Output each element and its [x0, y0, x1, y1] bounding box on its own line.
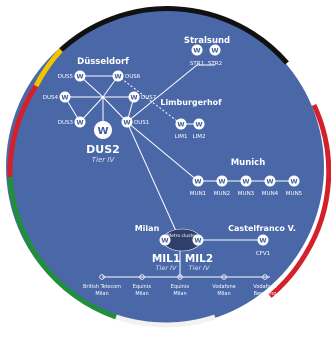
pop-city: Milan [95, 291, 108, 297]
svg-text:W: W [130, 94, 137, 102]
tricolor-ring [7, 6, 331, 328]
node-dus2-main[interactable]: W DUS2 Tier IV [86, 121, 120, 164]
ring-segment-yellow [33, 48, 63, 88]
limburgerhof-nodes: W LIM1 W LIM2 [175, 118, 206, 141]
pop-city: Milan [135, 291, 148, 297]
munich-nodes: W MUN1 W MUN2 W MUN3 W MUN4 W MUN5 [190, 175, 303, 198]
pop-name: British Telecom [83, 284, 121, 290]
node-mun5[interactable]: W MUN5 [286, 175, 303, 198]
svg-text:W: W [195, 121, 202, 129]
node-label: MUN5 [286, 191, 303, 197]
node-cfv1[interactable]: W CFV1 [256, 234, 270, 258]
stralsund-nodes: W STR1 W STR2 [190, 44, 222, 68]
background-disc [6, 8, 324, 326]
node-label: DUS3 [58, 120, 74, 126]
node-label: DUS1 [134, 120, 149, 126]
node-mil2[interactable]: W [192, 234, 204, 246]
svg-text:W: W [177, 121, 184, 129]
node-str1[interactable]: W STR1 [190, 44, 204, 68]
site-title-dusseldorf: Düsseldorf [77, 57, 129, 67]
ring-segment-red-lower-right [268, 253, 308, 298]
pop-city: Bergamo [254, 291, 277, 297]
pop-city: Milan [217, 291, 230, 297]
node-label: DUS6 [125, 74, 141, 80]
dusseldorf-nodes: W DUS5 W DUS6 W DUS4 W DUS7 W DUS3 W DUS… [43, 70, 157, 164]
ring-segment-red-left [7, 84, 39, 178]
node-label: MUN4 [262, 191, 279, 197]
node-mun4[interactable]: W MUN4 [262, 175, 279, 198]
svg-text:W: W [242, 178, 249, 186]
ring-segment-white [115, 314, 216, 328]
svg-text:W: W [76, 119, 83, 127]
node-mun2[interactable]: W MUN2 [214, 175, 230, 198]
node-label: LIM2 [193, 134, 206, 140]
pop-vodafone-bergamo[interactable]: Vodafone Bergamo [253, 274, 277, 297]
svg-text:W: W [194, 178, 201, 186]
site-title-milan: Milan [135, 224, 160, 233]
site-title-castelfranco: Castelfranco V. [228, 224, 296, 233]
node-dus6[interactable]: W DUS6 [112, 70, 141, 82]
node-label: DUS4 [43, 95, 59, 101]
node-label: DUS5 [58, 74, 74, 80]
node-mun3[interactable]: W MUN3 [238, 175, 255, 198]
mil2-label: MIL2 [185, 253, 213, 265]
node-label: MUN3 [238, 191, 255, 197]
svg-text:W: W [97, 126, 108, 137]
svg-text:W: W [193, 47, 200, 55]
svg-text:W: W [194, 237, 201, 245]
ring-segment-red-right [302, 103, 331, 257]
site-title-stralsund: Stralsund [184, 36, 230, 46]
svg-text:W: W [259, 237, 266, 245]
node-dus7[interactable]: W DUS7 [128, 91, 157, 103]
node-label: STR2 [208, 61, 222, 67]
mil2-tier-label: Tier IV [189, 264, 210, 272]
pop-vodafone-milan[interactable]: Vodafone Milan [212, 274, 236, 297]
pop-city: Milan [173, 291, 186, 297]
node-mil1[interactable]: W [159, 234, 171, 246]
pop-name: Equinix [133, 284, 151, 290]
main-node-label: DUS2 [86, 143, 120, 156]
node-dus5[interactable]: W DUS5 [58, 70, 86, 82]
node-label: LIM1 [175, 134, 188, 140]
svg-text:W: W [211, 47, 218, 55]
mil1-tier-label: Tier IV [156, 264, 177, 272]
metro-cluster-label: Metro cluster [167, 233, 197, 239]
svg-text:W: W [218, 178, 225, 186]
pop-name: Equinix [171, 284, 189, 290]
site-title-munich: Munich [231, 158, 266, 168]
node-str2[interactable]: W STR2 [208, 44, 222, 68]
node-lim2[interactable]: W LIM2 [193, 118, 206, 141]
node-label: MUN2 [214, 191, 230, 197]
pop-name: Vodafone [212, 284, 235, 290]
svg-text:W: W [266, 178, 273, 186]
svg-text:W: W [61, 94, 68, 102]
pop-name: Vodafone [253, 284, 276, 290]
pop-british-telecom-milan[interactable]: British Telecom Milan [83, 274, 121, 297]
mil1-label: MIL1 [152, 253, 180, 265]
node-label: MUN1 [190, 191, 206, 197]
pop-equinix-milan-2[interactable]: Equinix Milan [171, 274, 189, 297]
svg-text:W: W [76, 73, 83, 81]
svg-text:W: W [123, 119, 130, 127]
ring-segment-black [59, 6, 289, 65]
svg-text:W: W [161, 237, 168, 245]
node-label: STR1 [190, 61, 204, 67]
svg-text:W: W [114, 73, 121, 81]
svg-text:W: W [290, 178, 297, 186]
node-dus1[interactable]: W DUS1 [121, 116, 150, 128]
site-title-limburgerhof: Limburgerhof [160, 98, 222, 107]
node-dus4[interactable]: W DUS4 [43, 91, 71, 103]
pop-equinix-milan-1[interactable]: Equinix Milan [133, 274, 151, 297]
tier-label: Tier IV [92, 156, 116, 164]
milan-pops: British Telecom Milan Equinix Milan Equi… [83, 274, 277, 297]
milan-metro-cluster: Metro cluster W W MIL1 Tier IV MIL2 Tier… [152, 228, 213, 272]
node-lim1[interactable]: W LIM1 [175, 118, 188, 141]
node-label: CFV1 [256, 251, 270, 257]
node-label: DUS7 [141, 95, 157, 101]
ring-segment-green [7, 176, 117, 320]
node-mun1[interactable]: W MUN1 [190, 175, 206, 198]
node-dus3[interactable]: W DUS3 [58, 116, 86, 128]
